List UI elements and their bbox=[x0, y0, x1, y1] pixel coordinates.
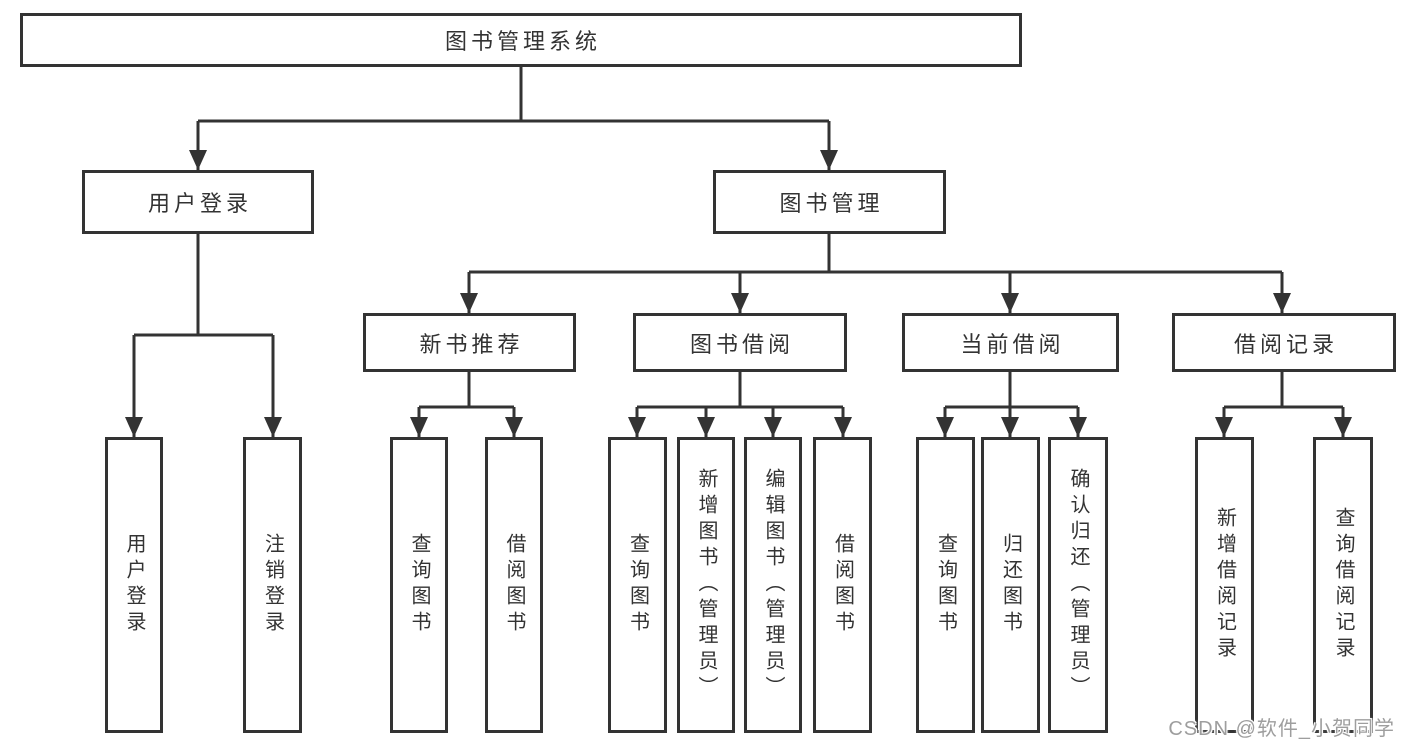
node-borrow-records: 借阅记录 bbox=[1172, 313, 1396, 372]
node-current-borrowing: 当前借阅 bbox=[902, 313, 1119, 372]
node-bb-borrow-books: 借阅图书 bbox=[813, 437, 872, 733]
node-user-login-leaf: 用户登录 bbox=[105, 437, 163, 733]
edge-group bbox=[125, 67, 1352, 437]
csdn-watermark: CSDN @软件_小贺同学 bbox=[1168, 718, 1395, 740]
node-nb-query-books: 查询图书 bbox=[390, 437, 448, 733]
node-user-login: 用户登录 bbox=[82, 170, 314, 234]
node-br-add-record: 新增借阅记录 bbox=[1195, 437, 1254, 733]
node-library-system: 图书管理系统 bbox=[20, 13, 1022, 67]
node-br-query-record: 查询借阅记录 bbox=[1313, 437, 1373, 733]
node-bb-add-books-admin: 新增图书（管理员） bbox=[677, 437, 735, 733]
node-book-management: 图书管理 bbox=[713, 170, 946, 234]
node-bb-edit-books-admin: 编辑图书（管理员） bbox=[744, 437, 802, 733]
node-new-book-recommend: 新书推荐 bbox=[363, 313, 576, 372]
node-cb-return-books: 归还图书 bbox=[981, 437, 1040, 733]
node-book-borrowing: 图书借阅 bbox=[633, 313, 847, 372]
node-nb-borrow-books: 借阅图书 bbox=[485, 437, 543, 733]
node-logout: 注销登录 bbox=[243, 437, 302, 733]
node-bb-query-books: 查询图书 bbox=[608, 437, 667, 733]
node-cb-confirm-return-admin: 确认归还（管理员） bbox=[1048, 437, 1108, 733]
node-cb-query-books: 查询图书 bbox=[916, 437, 975, 733]
